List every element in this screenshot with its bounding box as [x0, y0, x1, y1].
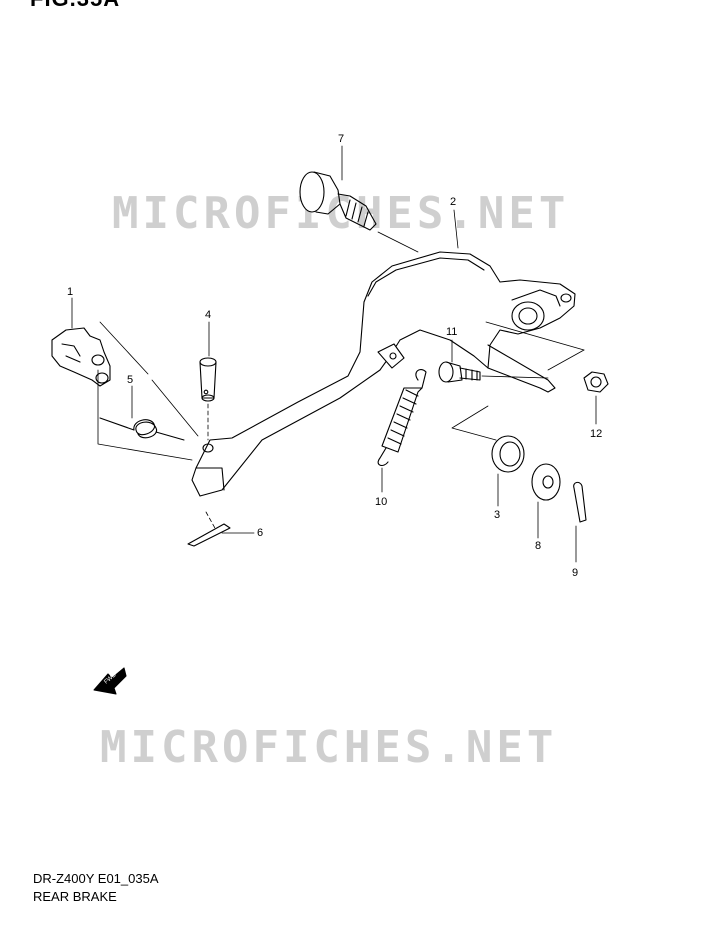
figure-title: FIG.35A	[30, 0, 120, 12]
part-8-washer	[531, 463, 561, 539]
callout-10: 10	[375, 496, 388, 508]
callout-3: 3	[494, 509, 501, 521]
callout-2: 2	[450, 196, 457, 208]
callout-4: 4	[205, 309, 212, 321]
part-11-bolt	[438, 339, 549, 383]
callout-8: 8	[535, 540, 542, 552]
part-10-return-spring	[377, 369, 427, 493]
part-7-pivot-bolt	[299, 145, 419, 253]
diagram-code: DR-Z400Y E01_035A	[33, 871, 159, 886]
part-5-spring	[99, 385, 185, 441]
fwd-arrow-icon: FWD	[93, 667, 127, 695]
callout-9: 9	[572, 567, 579, 579]
part-2-brake-pedal	[191, 209, 585, 497]
callout-7: 7	[338, 133, 345, 145]
watermark-bottom: MICROFICHES.NET	[100, 722, 558, 773]
part-6-cotter-pin	[187, 511, 255, 547]
callout-6: 6	[257, 527, 264, 539]
callout-12: 12	[590, 428, 603, 440]
part-1-bracket	[51, 297, 199, 461]
callout-1: 1	[67, 286, 74, 298]
part-4-clevis-pin	[199, 321, 217, 441]
part-12-nut	[583, 371, 609, 425]
part-3-seal	[451, 405, 525, 507]
diagram-name: REAR BRAKE	[33, 889, 117, 904]
part-9-cotter-pin	[573, 481, 587, 563]
callout-5: 5	[127, 374, 134, 386]
callout-11: 11	[446, 326, 458, 338]
